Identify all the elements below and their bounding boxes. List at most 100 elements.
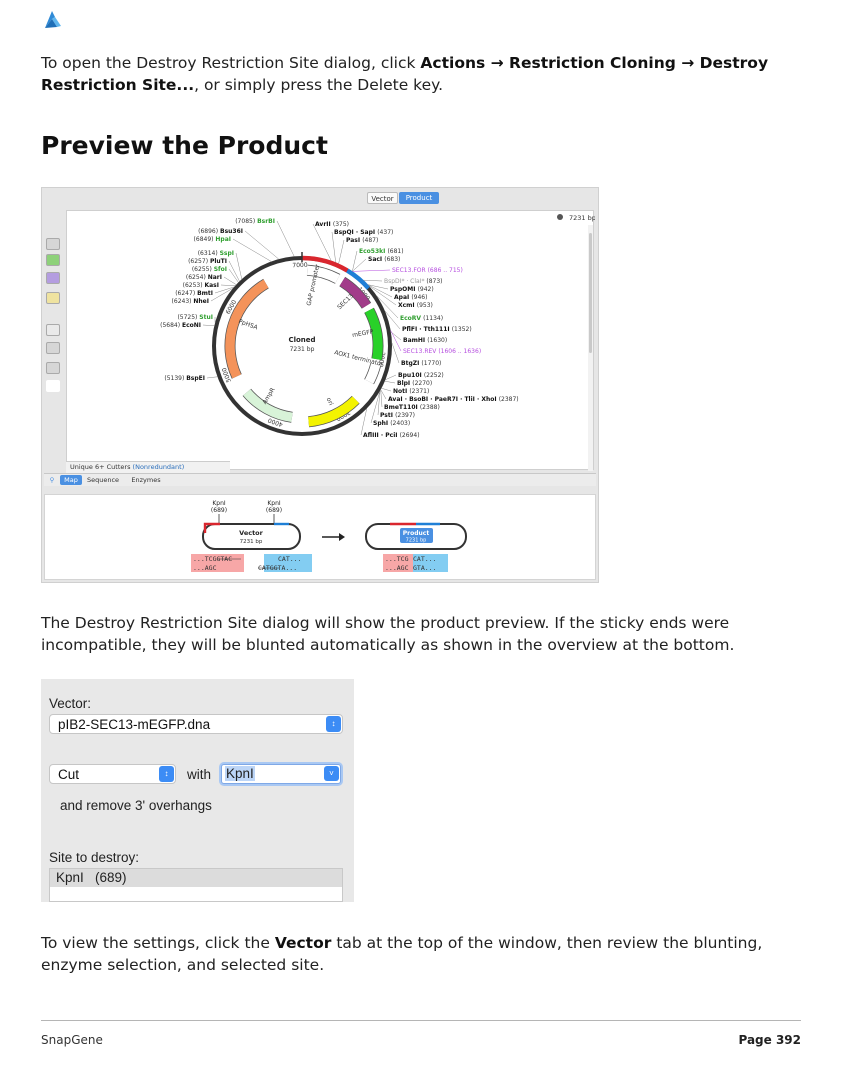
bottom-tab-bar: ⚲ Map Sequence Enzymes: [44, 473, 596, 486]
action-popup[interactable]: Cut ↕: [49, 764, 176, 784]
nonredundant-link[interactable]: (Nonredundant): [132, 463, 185, 471]
enzyme-left-1[interactable]: (6896) Bsu36I: [198, 228, 243, 235]
vector-file-value: pIB2-SEC13-mEGFP.dna: [58, 717, 211, 732]
search-icon[interactable]: ⚲: [49, 476, 55, 484]
enzyme-right-18[interactable]: AvaI · BsoBI · PaeR7I · TliI · XhoI (238…: [388, 396, 519, 403]
enzyme-right-14[interactable]: BtgZI (1770): [401, 360, 441, 367]
enzyme-right-17[interactable]: NotI (2371): [393, 388, 429, 395]
prod-seq-left-bottom: ...AGC: [385, 564, 409, 572]
site-left-label: KpnI: [212, 500, 226, 507]
sec13-feature[interactable]: [339, 277, 371, 309]
section-title: Preview the Product: [41, 131, 328, 160]
enzyme-right-22[interactable]: AflIII · PciI (2694): [363, 432, 420, 439]
feature-label-2: mEGFP: [352, 328, 375, 339]
vec-seq-left-bottom: ...AGC: [193, 564, 217, 572]
enzyme-right-9[interactable]: XcmI (953): [398, 302, 433, 309]
enzyme-right-19[interactable]: BmeT110I (2388): [384, 404, 440, 411]
p3-suffix: tab at the top of the window, then revie…: [41, 934, 763, 974]
tab-map[interactable]: Map: [60, 475, 82, 485]
enzyme-list-tool-icon[interactable]: [46, 342, 60, 354]
tab-sequence[interactable]: Sequence: [86, 476, 120, 484]
site-right-pos: (689): [266, 507, 282, 514]
feature-label-6: PpHSA: [237, 318, 259, 332]
tick-label-0: 7000: [292, 262, 308, 269]
enzyme-left-6[interactable]: (6254) NarI: [186, 274, 222, 281]
enzyme-right-4[interactable]: SacI (683): [368, 256, 400, 263]
enzyme-value: KpnI: [225, 766, 255, 781]
enzyme-left-2[interactable]: (6849) HpaI: [194, 236, 231, 243]
enzyme-right-2[interactable]: PasI (487): [346, 237, 378, 244]
menu-path: Actions → Restriction Cloning → Destroy …: [41, 54, 769, 94]
enzyme-right-5[interactable]: SEC13.FOR (686 .. 715): [392, 267, 463, 274]
enzyme-combo[interactable]: KpnI ˅: [221, 764, 341, 784]
enzyme-right-6[interactable]: BspDI* · ClaI* (873): [384, 278, 443, 285]
footer-brand: SnapGene: [41, 1033, 103, 1047]
with-label: with: [187, 767, 212, 782]
feature-label-1: SEC13: [336, 292, 355, 311]
enzyme-right-20[interactable]: PstI (2397): [380, 412, 415, 419]
enzyme-right-10[interactable]: EcoRV (1134): [400, 315, 443, 322]
enzyme-right-0[interactable]: AvrII (375): [315, 221, 349, 228]
enzyme-left-8[interactable]: (6247) BmtI: [175, 290, 213, 297]
map-scrollbar[interactable]: [589, 233, 592, 353]
megfp-feature[interactable]: [364, 308, 383, 361]
enzyme-right-7[interactable]: PspOMI (942): [390, 286, 434, 293]
vector-label: Vector: [239, 529, 264, 537]
enzyme-left-9[interactable]: (6243) NheI: [172, 298, 209, 305]
enzyme-right-13[interactable]: SEC13.REV (1606 .. 1636): [403, 348, 481, 355]
prod-seq-right-bottom: GTA...: [413, 564, 436, 572]
enzyme-right-1[interactable]: BspQI · SapI (437): [334, 229, 393, 236]
enzyme-right-8[interactable]: ApaI (946): [394, 294, 427, 301]
unique-cutters-label: Unique 6+ Cutters (Nonredundant): [66, 461, 230, 473]
enzyme-right-11[interactable]: PflFI · Tth111I (1352): [402, 326, 472, 333]
enzyme-right-12[interactable]: BamHI (1630): [403, 337, 447, 344]
intro-suffix: , or simply press the Delete key.: [194, 76, 444, 94]
feature-tool-icon[interactable]: [46, 272, 60, 284]
primer-tool-icon[interactable]: [46, 324, 60, 336]
promoter-feature[interactable]: [225, 279, 269, 379]
intro-prefix: To open the Destroy Restriction Site dia…: [41, 54, 421, 72]
vector-file-popup[interactable]: pIB2-SEC13-mEGFP.dna ↕: [49, 714, 343, 734]
enzyme-right-21[interactable]: SphI (2403): [373, 420, 410, 427]
enzyme-left-12[interactable]: (5139) BspEI: [164, 375, 205, 382]
vector-outline: [202, 523, 301, 550]
site-right-label: KpnI: [267, 500, 281, 507]
zoom-tool-icon[interactable]: [46, 238, 60, 250]
product-badge: [400, 528, 433, 543]
tab-enzymes[interactable]: Enzymes: [131, 476, 161, 484]
cloning-overview: KpnI (689) KpnI (689) Vector 7231 bp Pro…: [44, 494, 596, 580]
view-tab-vector[interactable]: Vector: [367, 192, 398, 204]
site-left-pos: (689): [211, 507, 227, 514]
ruler-tool-icon[interactable]: [46, 380, 60, 392]
vector-left-end: [203, 522, 220, 533]
intro-paragraph: To open the Destroy Restriction Site dia…: [41, 52, 801, 96]
footer-page: Page 392: [600, 1033, 801, 1047]
forward-arrow-tool-icon[interactable]: [46, 254, 60, 266]
ori-feature[interactable]: [308, 396, 360, 427]
enzyme-right-16[interactable]: BlpI (2270): [397, 380, 432, 387]
enzyme-left-11[interactable]: (5684) EcoNI: [160, 322, 201, 329]
enzyme-right-15[interactable]: Bpu10I (2252): [398, 372, 444, 379]
enzyme-left-7[interactable]: (6253) KasI: [183, 282, 219, 289]
site-list[interactable]: KpnI (689): [49, 868, 343, 902]
action-value: Cut: [58, 767, 80, 782]
enzyme-left-10[interactable]: (5725) StuI: [177, 314, 213, 321]
enzyme-left-4[interactable]: (6257) PluTI: [188, 258, 227, 265]
enzyme-tool-icon[interactable]: [46, 292, 60, 304]
view-tab-product[interactable]: Product: [399, 192, 439, 204]
enzyme-right-3[interactable]: Eco53kI (681): [359, 248, 404, 255]
aox1-terminator-feature[interactable]: [364, 363, 381, 384]
gap-promoter-feature[interactable]: [306, 265, 340, 284]
prod-seq-left-top: ...TCG: [385, 555, 409, 563]
enzyme-left-5[interactable]: (6255) SfoI: [192, 266, 227, 273]
enzyme-left-3[interactable]: (6314) SspI: [198, 250, 234, 257]
page-label: Page 392: [738, 1033, 801, 1047]
orf-tool-icon[interactable]: [46, 362, 60, 374]
prod-seq-right-top: CAT...: [413, 555, 436, 563]
site-list-item[interactable]: KpnI (689): [50, 869, 342, 887]
chevron-down-icon[interactable]: ˅: [324, 766, 339, 781]
ampr-feature[interactable]: [243, 389, 293, 423]
enzyme-left-0[interactable]: (7085) BsrBI: [235, 218, 275, 225]
plasmid-name: Cloned: [288, 336, 315, 344]
